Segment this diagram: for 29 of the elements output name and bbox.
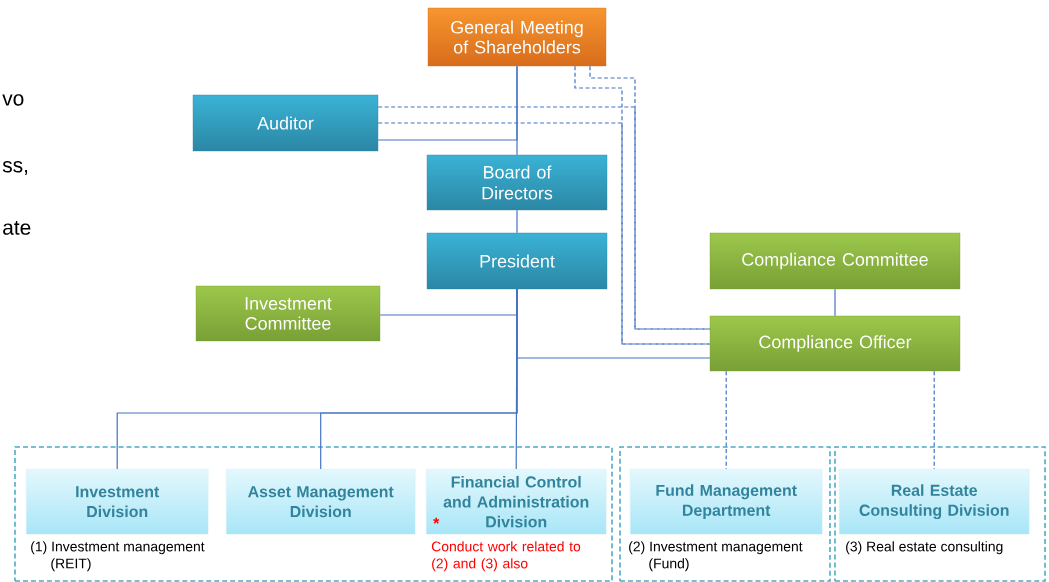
connector-line xyxy=(933,370,935,470)
dashed-group-frame xyxy=(14,446,613,582)
cropped-text: ss, xyxy=(2,161,28,175)
division-box: Real Estate Consulting Division xyxy=(839,469,1030,535)
division-box: Fund Management Department xyxy=(630,469,823,535)
connector-line xyxy=(516,209,518,234)
note-text: Conduct work related to (2) and (3) also xyxy=(431,541,581,572)
division-box: Asset Management Division xyxy=(226,469,416,535)
dashed-group-frame xyxy=(619,446,831,582)
division-box: Investment Division xyxy=(26,469,209,535)
note-text: (1) Investment management (REIT) xyxy=(31,541,205,572)
dashed-group-frame xyxy=(834,446,1046,582)
connector-line xyxy=(725,370,727,470)
connector-line xyxy=(377,65,518,141)
shareholders-box: General Meeting of Shareholders xyxy=(427,7,607,67)
connector-line xyxy=(834,288,836,317)
committee-box: Investment Committee xyxy=(195,285,381,342)
committee-box: Compliance Officer xyxy=(709,315,961,372)
cropped-text: vo xyxy=(2,94,24,106)
connector-line xyxy=(574,65,711,345)
note-text: (2) Investment management (Fund) xyxy=(629,541,803,572)
organization-box: Auditor xyxy=(192,94,379,152)
asterisk-mark: * xyxy=(433,517,440,524)
note-text: (3) Real estate consulting xyxy=(846,541,1003,555)
cropped-text: ate xyxy=(3,221,31,235)
connector-line xyxy=(515,288,518,470)
organization-box: President xyxy=(426,232,608,290)
committee-box: Compliance Committee xyxy=(709,232,961,290)
organization-box: Board of Directors xyxy=(426,154,608,211)
